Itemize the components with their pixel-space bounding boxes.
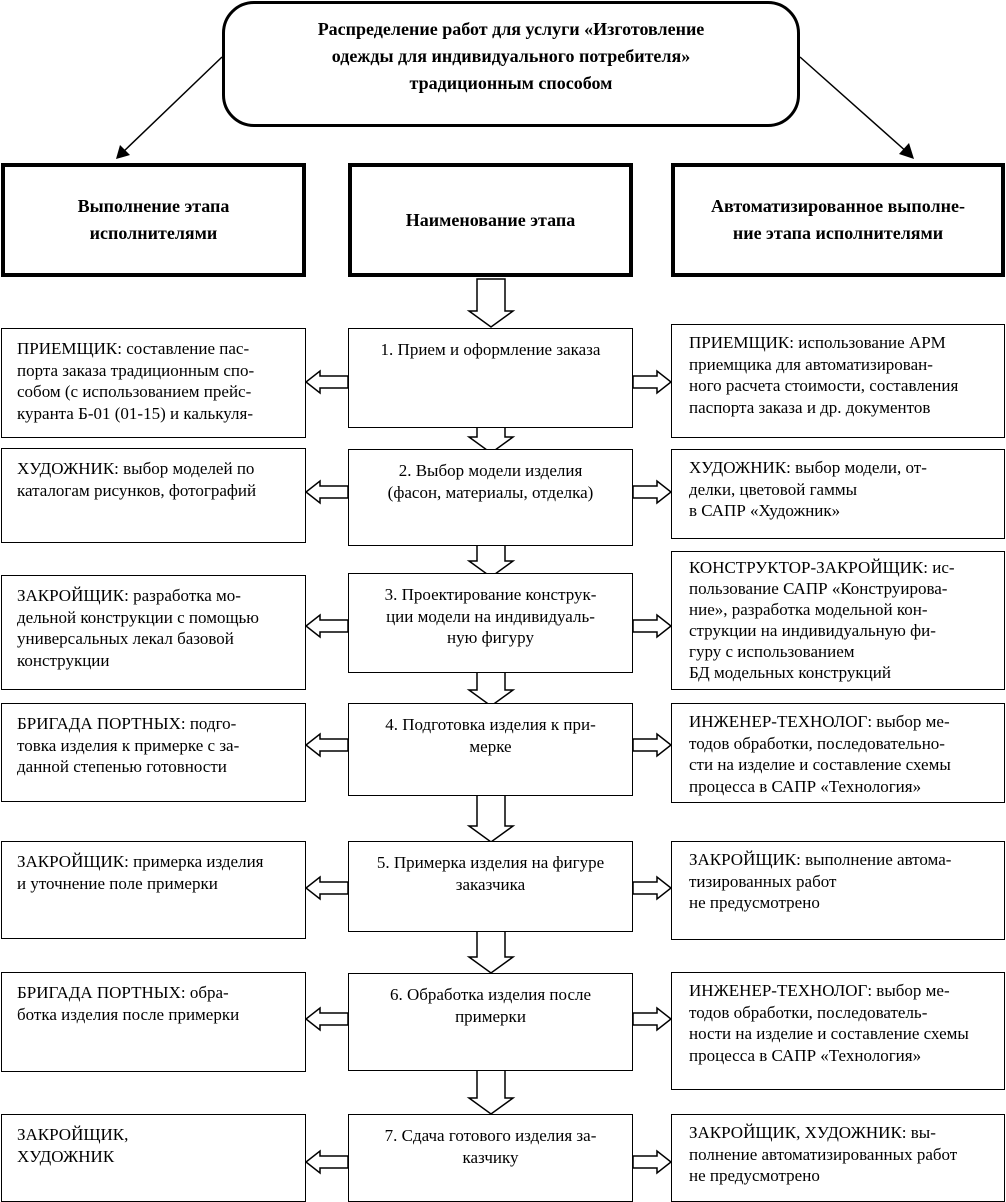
stage-1-automated: ПРИЕМЩИК: использование АРМ приемщика дл…	[671, 324, 1005, 438]
stage-4-right-arrow	[632, 732, 673, 758]
stage-1-right-arrow	[632, 369, 673, 395]
title-to-left-header-arrow	[116, 56, 223, 159]
stage-6-right-arrow	[632, 1006, 673, 1032]
stage-5-executor: ЗАКРОЙЩИК: примерка изделия и уточнение …	[1, 841, 306, 939]
stage-3-automated: КОНСТРУКТОР-ЗАКРОЙЩИК: ис- пользование С…	[671, 551, 1005, 690]
title-to-right-header-arrow	[799, 56, 914, 159]
stage-4-to-stage-5-arrow	[466, 794, 516, 843]
stage-4-left-arrow	[304, 732, 349, 758]
stage-1-executor: ПРИЕМЩИК: составление пас- порта заказа …	[1, 328, 306, 438]
stage-2-executor: ХУДОЖНИК: выбор моделей по каталогам рис…	[1, 448, 306, 543]
stage-2-to-stage-3-arrow	[466, 544, 516, 578]
stage-flow-arrows	[304, 278, 673, 1175]
stage-7-name: 7. Сдача готового изделия за- казчику	[348, 1114, 633, 1202]
stage-5-right-arrow	[632, 875, 673, 901]
header-middle: Наименование этапа	[348, 163, 633, 277]
stage-1-left-arrow	[304, 369, 349, 395]
stage-2-name: 2. Выбор модели изделия (фасон, материал…	[348, 449, 633, 546]
stage-3-to-stage-4-arrow	[466, 670, 516, 707]
stage-3-name: 3. Проектирование конструк- ции модели н…	[348, 573, 633, 673]
stage-6-name: 6. Обработка изделия после примерки	[348, 973, 633, 1071]
stage-5-name: 5. Примерка изделия на фигуре заказчика	[348, 841, 633, 932]
stage-6-left-arrow	[304, 1006, 349, 1032]
stage-6-automated: ИНЖЕНЕР-ТЕХНОЛОГ: выбор ме- тодов обрабо…	[671, 972, 1005, 1090]
stage-5-left-arrow	[304, 875, 349, 901]
stage-2-right-arrow	[632, 479, 673, 505]
stage-3-executor: ЗАКРОЙЩИК: разработка мо- дельной констр…	[1, 575, 306, 690]
stage-7-left-arrow	[304, 1149, 349, 1175]
stage-1-name: 1. Прием и оформление заказа	[348, 328, 633, 428]
header-right: Автоматизированное выполне- ние этапа ис…	[671, 163, 1005, 277]
header-to-stage-1-arrow	[466, 278, 516, 328]
stage-2-left-arrow	[304, 479, 349, 505]
stage-3-right-arrow	[632, 613, 673, 639]
stage-4-automated: ИНЖЕНЕР-ТЕХНОЛОГ: выбор ме- тодов обрабо…	[671, 703, 1005, 803]
stage-7-right-arrow	[632, 1149, 673, 1175]
stage-7-executor: ЗАКРОЙЩИК, ХУДОЖНИК	[1, 1114, 306, 1202]
diagram-title: Распределение работ для услуги «Изготовл…	[222, 1, 800, 127]
stage-5-automated: ЗАКРОЙЩИК: выполнение автома- тизированн…	[671, 841, 1005, 940]
stage-3-left-arrow	[304, 613, 349, 639]
header-left-label: Выполнение этапа исполнителями	[77, 196, 230, 243]
stage-4-executor: БРИГАДА ПОРТНЫХ: подго- товка изделия к …	[1, 703, 306, 802]
header-left: Выполнение этапа исполнителями	[1, 163, 306, 277]
stage-4-name: 4. Подготовка изделия к при- мерке	[348, 703, 633, 796]
stage-5-to-stage-6-arrow	[466, 924, 516, 974]
stage-6-executor: БРИГАДА ПОРТНЫХ: обра- ботка изделия пос…	[1, 972, 306, 1072]
header-right-label: Автоматизированное выполне- ние этапа ис…	[711, 196, 965, 243]
stage-2-automated: ХУДОЖНИК: выбор модели, от- делки, цвето…	[671, 449, 1005, 539]
stage-7-automated: ЗАКРОЙЩИК, ХУДОЖНИК: вы- полнение автома…	[671, 1114, 1005, 1202]
header-middle-label: Наименование этапа	[405, 209, 576, 230]
